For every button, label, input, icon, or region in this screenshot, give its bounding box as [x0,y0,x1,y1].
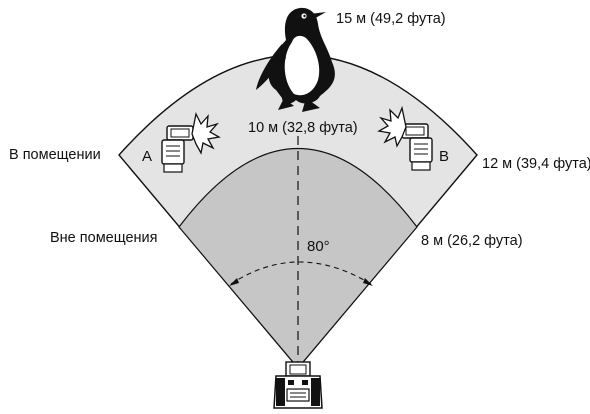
flash-unit-b-icon [401,123,433,171]
angle-arc [230,261,372,285]
camera-icon [273,361,323,409]
label-indoor: В помещении [9,147,101,163]
flash-a-label: A [142,148,152,165]
angle-arc-left-arrow [229,278,239,286]
burst-icon [377,105,407,148]
label-outdoor: Вне помещения [50,230,158,246]
label-angle: 80° [307,238,330,255]
penguin-icon [256,7,335,112]
label-12m: 12 м (39,4 фута) [482,156,590,172]
label-15m: 15 м (49,2 фута) [336,11,446,27]
label-10m: 10 м (32,8 фута) [248,120,358,136]
angle-arc-right-arrow [363,278,373,286]
flash-unit-a-icon [161,125,194,173]
flash-b-label: B [439,148,449,165]
burst-icon [191,112,221,155]
label-8m: 8 м (26,2 фута) [421,233,523,249]
